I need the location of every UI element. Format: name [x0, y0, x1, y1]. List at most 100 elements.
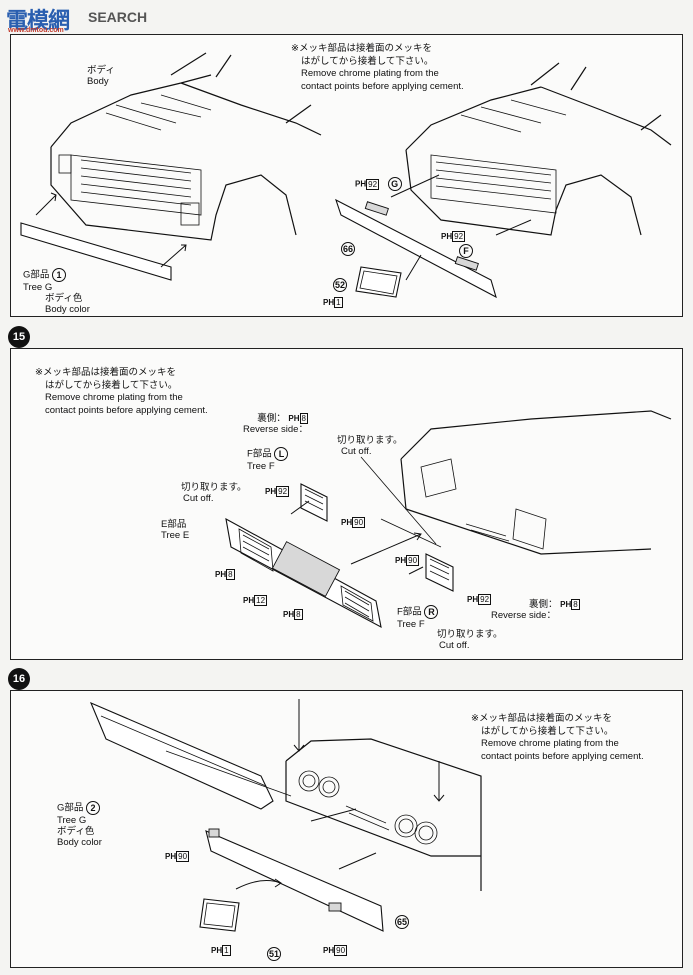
- tree-e-jp: E部品: [161, 519, 187, 530]
- cutoff-jp: 切り取ります。: [437, 629, 503, 640]
- cutoff-jp: 切り取ります。: [181, 482, 247, 493]
- note-line: ※メッキ部品は接着面のメッキを: [35, 367, 176, 378]
- part-51-label: 51: [267, 947, 281, 961]
- part-66-label: 66: [341, 242, 355, 256]
- ph-mark: PH: [211, 946, 223, 956]
- cutoff-en: Cut off.: [439, 640, 470, 651]
- tree-g-en: Tree G: [57, 815, 87, 826]
- step-16-panel: ※メッキ部品は接着面のメッキを はがしてから接着して下さい。 Remove ch…: [10, 690, 683, 968]
- part-number-1: 1: [52, 268, 67, 282]
- step-16-chrome-note: ※メッキ部品は接着面のメッキを はがしてから接着して下さい。 Remove ch…: [471, 713, 681, 763]
- ph-mark: PH: [165, 852, 177, 862]
- tree-g-jp: G部品: [23, 269, 50, 281]
- ph-mark: PH: [323, 946, 335, 956]
- tree-f-en: Tree F: [247, 461, 275, 472]
- body-color-jp: ボディ色: [57, 826, 95, 837]
- body-color-jp: ボディ色: [45, 293, 83, 304]
- tree-g-circle: G: [387, 177, 402, 191]
- tree-f-en: Tree F: [397, 619, 425, 630]
- cutoff-label-2: 切り取ります。 Cut off.: [181, 482, 247, 504]
- ph-number: 8: [226, 569, 235, 580]
- ph-number: 8: [571, 599, 580, 610]
- tree-f-r-circle: R: [424, 605, 439, 619]
- step-15-chrome-note: ※メッキ部品は接着面のメッキを はがしてから接着して下さい。 Remove ch…: [35, 367, 275, 417]
- step-16-illustration: [89, 699, 482, 932]
- ph-number: 92: [366, 178, 380, 190]
- ph-number: 1: [222, 945, 231, 956]
- note-line: contact points before applying cement.: [45, 404, 208, 416]
- ph-mark: PH: [441, 232, 453, 242]
- ph-mark: PH: [395, 556, 407, 566]
- note-line: contact points before applying cement.: [481, 750, 644, 762]
- watermark-logo: 電模網 SEARCH www.dmtou.com: [6, 3, 196, 34]
- watermark-brand: 電模網: [6, 8, 70, 33]
- tree-g-jp: G部品: [57, 802, 84, 814]
- reverse-en: Reverse side：: [491, 610, 556, 622]
- step-15-panel: ※メッキ部品は接着面のメッキを はがしてから接着して下さい。 Remove ch…: [10, 348, 683, 660]
- note-line: Remove chrome plating from the: [45, 392, 183, 403]
- tree-e-en: Tree E: [161, 530, 190, 541]
- watermark-search: SEARCH: [88, 9, 148, 25]
- tree-f-l-label: F部品 L Tree F: [247, 447, 289, 472]
- ph-mark: PH: [265, 487, 277, 497]
- cutoff-label-1: 切り取ります。 Cut off.: [337, 435, 403, 457]
- reverse-en: Reverse side：: [243, 424, 308, 436]
- ph-mark: PH: [355, 179, 367, 189]
- tree-g-en: Tree G: [23, 282, 53, 293]
- ph-number: 90: [352, 517, 366, 528]
- step-15-illustration: [225, 410, 672, 629]
- tree-f-jp: F部品: [397, 606, 422, 618]
- body-label-en: Body: [87, 76, 109, 87]
- tree-f-jp: F部品: [247, 448, 272, 460]
- ph-mark: PH: [215, 570, 227, 580]
- part-number-66: 66: [341, 242, 355, 256]
- ph-number: 12: [254, 595, 268, 606]
- step-14-chrome-note: ※メッキ部品は接着面のメッキを はがしてから接着して下さい。 Remove ch…: [291, 43, 531, 93]
- ph-number: 92: [478, 594, 492, 605]
- ph-mark: PH: [467, 595, 479, 605]
- ph-mark: PH: [323, 298, 335, 308]
- part-number-2: 2: [86, 801, 101, 815]
- note-line: はがしてから接着して下さい。: [301, 55, 434, 67]
- note-line: contact points before applying cement.: [301, 80, 464, 92]
- ph-number: 8: [294, 609, 303, 620]
- ph-number: 92: [452, 231, 466, 242]
- note-line: はがしてから接着して下さい。: [481, 725, 614, 737]
- part-52-label: 52: [333, 278, 347, 292]
- ph-number: 8: [299, 413, 308, 424]
- part-65-label: 65: [395, 915, 409, 929]
- part-number-51: 51: [267, 947, 281, 961]
- note-line: Remove chrome plating from the: [301, 68, 439, 79]
- note-line: ※メッキ部品は接着面のメッキを: [291, 43, 432, 54]
- step-14-panel: ※メッキ部品は接着面のメッキを はがしてから接着して下さい。 Remove ch…: [10, 34, 683, 317]
- watermark-url: www.dmtou.com: [8, 27, 64, 34]
- ph-number: 90: [406, 555, 420, 566]
- ph-mark: PH: [341, 518, 353, 528]
- body-color-en: Body color: [45, 304, 90, 315]
- part-number-65: 65: [395, 915, 409, 929]
- step-16-marker: 16: [8, 668, 30, 690]
- tree-g-label: G部品 2 Tree G ボディ色 Body color: [57, 801, 102, 848]
- note-line: はがしてから接着して下さい。: [45, 379, 178, 391]
- ph-number: 90: [334, 945, 348, 956]
- cutoff-jp: 切り取ります。: [337, 435, 403, 446]
- step-15-marker: 15: [8, 326, 30, 348]
- cutoff-en: Cut off.: [183, 493, 214, 504]
- body-label-jp: ボディ: [87, 65, 115, 76]
- ph-mark: PH: [283, 610, 295, 620]
- ph-mark: PH: [288, 414, 300, 424]
- ph-mark: PH: [243, 596, 255, 606]
